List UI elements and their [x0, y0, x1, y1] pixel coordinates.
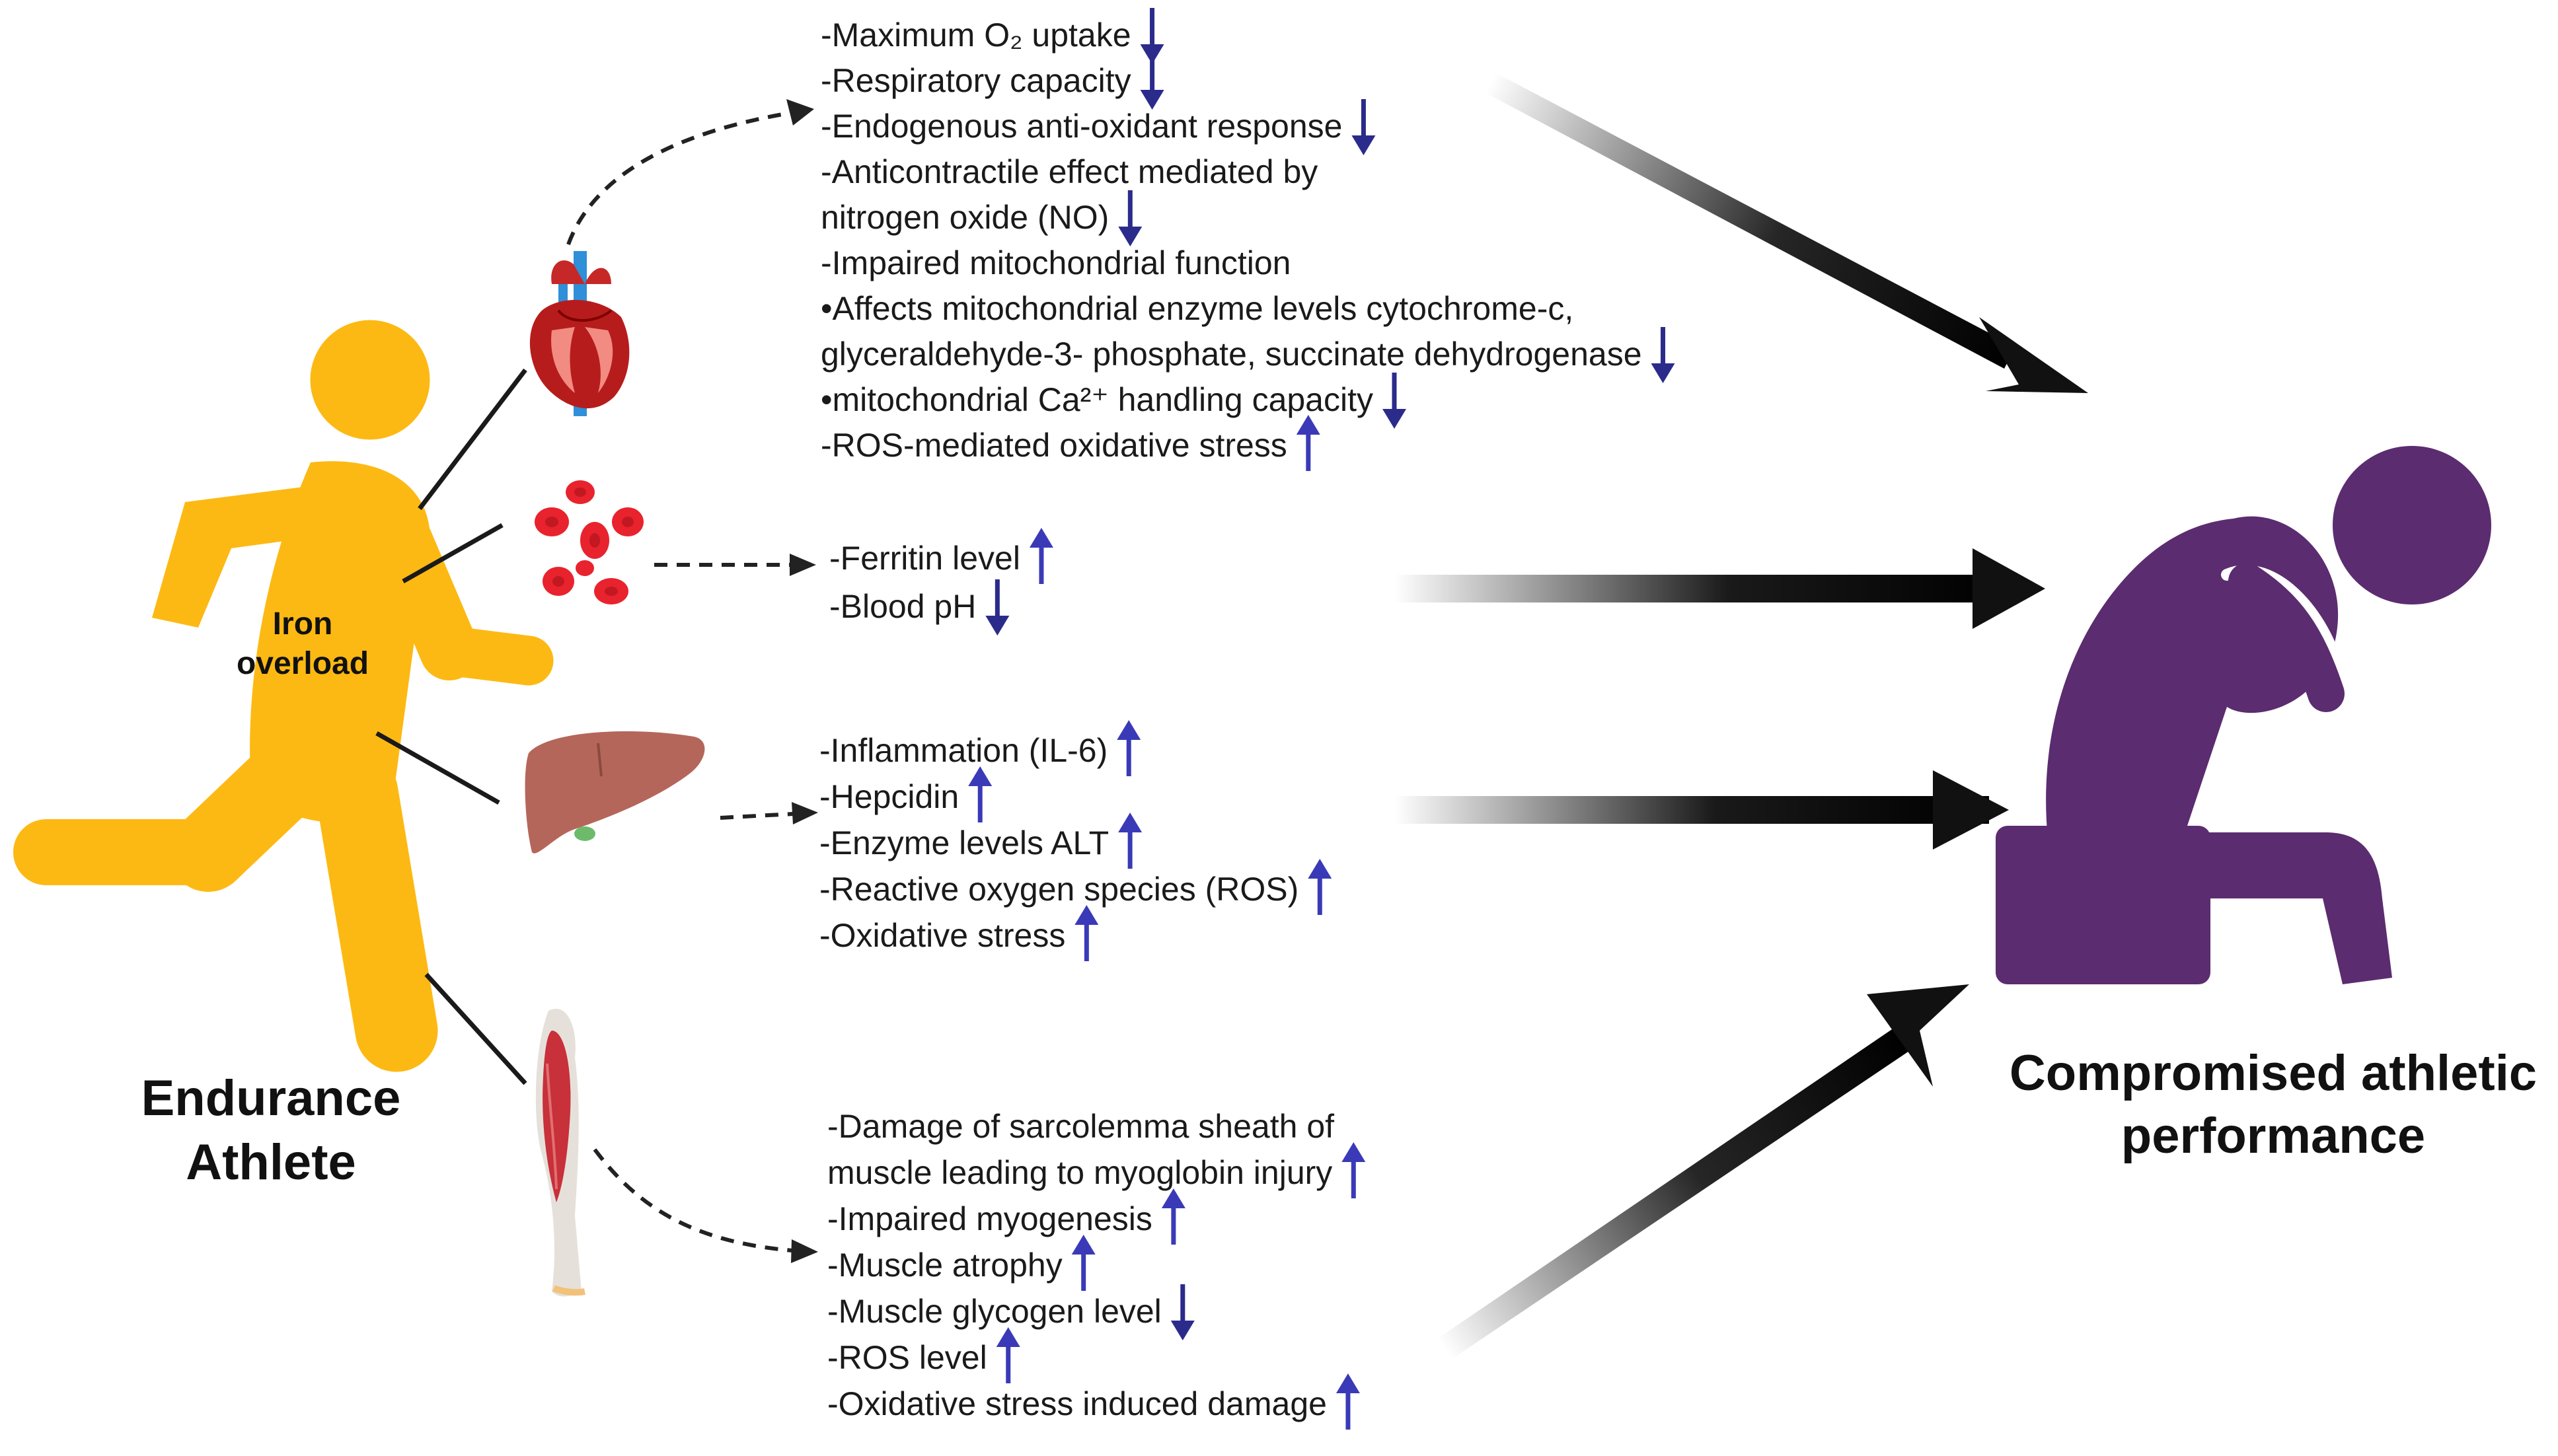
athlete-label-line1: Endurance: [141, 1070, 401, 1126]
effect-item: -Muscle atrophy: [827, 1247, 1063, 1284]
outcome-label-line1: Compromised athletic: [2010, 1045, 2537, 1101]
outcome-label-line2: performance: [2121, 1108, 2425, 1164]
effect-item: -Oxidative stress: [819, 917, 1065, 954]
liver-icon: [525, 731, 705, 854]
arrow-up-icon: [1308, 859, 1332, 915]
arrow-up-icon: [1071, 1235, 1096, 1291]
arrow-down-icon: [1118, 190, 1143, 246]
effect-item: -ROS-mediated oxidative stress: [821, 427, 1287, 464]
outcome-arrows: [1394, 73, 2088, 1362]
arrow-down-icon: [1382, 373, 1406, 429]
leg-muscle-icon: [535, 1009, 585, 1297]
arrow-down-icon: [985, 579, 1010, 636]
dashed-arrows: [566, 112, 794, 1253]
distressed-person-icon: [1996, 446, 2491, 984]
arrow-down-icon: [1651, 327, 1675, 383]
arrow-up-icon: [1161, 1188, 1185, 1245]
effect-item: glyceraldehyde-3- phosphate, succinate d…: [821, 336, 1642, 373]
heart-effects-list: -Maximum O₂ uptake -Respiratory capacity -…: [821, 8, 1675, 471]
arrow-up-icon: [1029, 528, 1053, 584]
red-blood-cells-icon: [535, 480, 644, 604]
dashed-arrowheads: [786, 99, 818, 1263]
effect-item: -Blood pH: [829, 588, 976, 625]
effect-item: -Hepcidin: [819, 778, 959, 815]
effect-item: •Affects mitochondrial enzyme levels cyt…: [821, 290, 1573, 327]
heart-icon: [529, 251, 630, 416]
effect-item: -Anticontractile effect mediated by: [821, 153, 1318, 190]
effect-item: -Impaired mitochondrial function: [821, 244, 1291, 281]
arrow-up-icon: [1118, 813, 1143, 869]
arrow-up-icon: [996, 1327, 1020, 1383]
athlete-label-line2: Athlete: [186, 1134, 356, 1190]
blood-effects-list: -Ferritin level -Blood pH: [829, 528, 1053, 636]
muscle-effects-list: -Damage of sarcolemma sheath of muscle l…: [827, 1108, 1366, 1430]
effect-item: nitrogen oxide (NO): [821, 199, 1109, 236]
effect-item: -Reactive oxygen species (ROS): [819, 871, 1298, 908]
effect-item: -Endogenous anti-oxidant response: [821, 108, 1342, 145]
arrow-heart-to-outcome: [1485, 73, 2088, 393]
arrow-down-icon: [1170, 1284, 1195, 1340]
arrow-down-icon: [1351, 99, 1376, 155]
arrow-up-icon: [1335, 1373, 1360, 1430]
arrow-muscle-to-outcome: [1434, 984, 1969, 1362]
arrow-up-icon: [968, 766, 993, 822]
iron-overload-label-line2: overload: [237, 646, 369, 681]
arrow-up-icon: [1296, 415, 1320, 471]
effect-item: -Respiratory capacity: [821, 62, 1131, 99]
effect-item: -Muscle glycogen level: [827, 1293, 1162, 1330]
liver-effects-list: -Inflammation (IL-6) -Hepcidin -Enzyme lev…: [819, 720, 1332, 961]
arrow-up-icon: [1074, 905, 1099, 961]
organ-connector-lines: [375, 368, 527, 1085]
effect-item: -Impaired myogenesis: [827, 1200, 1152, 1237]
effect-item: -Maximum O₂ uptake: [821, 17, 1131, 54]
arrow-down-icon: [1140, 54, 1164, 110]
effect-item: -ROS level: [827, 1339, 987, 1376]
effect-item: -Ferritin level: [829, 540, 1020, 577]
runner-icon: [13, 320, 554, 1072]
effect-item: -Inflammation (IL-6): [819, 732, 1108, 769]
arrow-up-icon: [1117, 720, 1141, 776]
effect-item: -Oxidative stress induced damage: [827, 1385, 1327, 1422]
arrow-blood-to-outcome: [1394, 548, 2045, 629]
effect-item: muscle leading to myoglobin injury: [827, 1154, 1332, 1191]
effect-item: -Damage of sarcolemma sheath of: [827, 1108, 1334, 1145]
effect-item: •mitochondrial Ca²⁺ handling capacity: [821, 381, 1373, 418]
arrow-up-icon: [1341, 1142, 1366, 1198]
iron-overload-label-line1: Iron: [273, 606, 333, 641]
effect-item: -Enzyme levels ALT: [819, 824, 1109, 861]
arrow-liver-to-outcome: [1394, 770, 2009, 850]
